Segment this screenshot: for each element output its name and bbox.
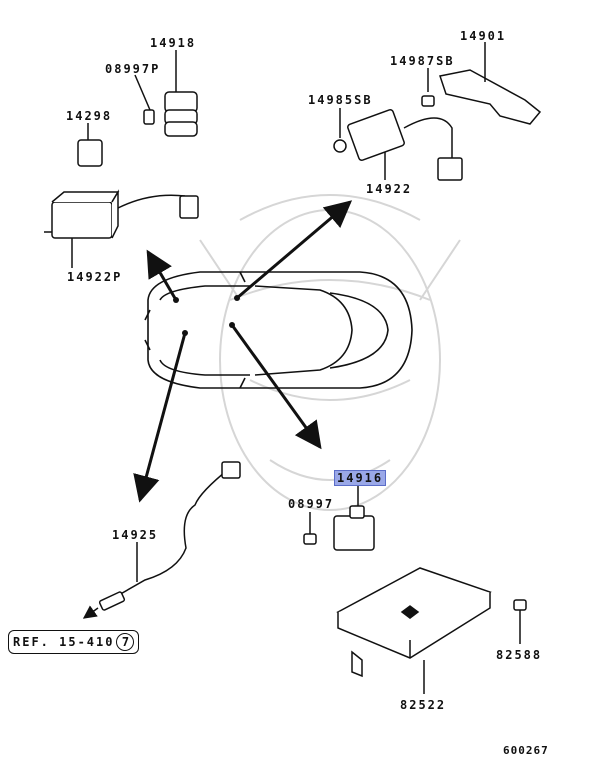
- ecu-82522-part: [336, 567, 492, 694]
- label-14901: 14901: [460, 29, 507, 43]
- label-14987SB: 14987SB: [390, 54, 455, 68]
- bracket-14901-part: [439, 42, 542, 125]
- module-14922P-part: [44, 189, 199, 268]
- label-08997P: 08997P: [105, 62, 161, 76]
- screw-08997-part: [303, 512, 317, 545]
- sensor-14922-part: [347, 109, 463, 181]
- diagram-id: 600267: [503, 744, 549, 757]
- label-14916-highlighted[interactable]: 14916: [334, 470, 387, 486]
- relay-14918-part: [164, 50, 198, 137]
- sensor-14925-part: [82, 461, 241, 619]
- relay-14298-part: [77, 123, 103, 167]
- leader-arrows: [133, 200, 353, 503]
- label-14298: 14298: [66, 109, 113, 123]
- reference-text: REF. 15-410: [13, 635, 115, 649]
- label-14922P: 14922P: [67, 270, 123, 284]
- label-14985SB: 14985SB: [308, 93, 373, 107]
- relay-14916-part: [333, 484, 375, 551]
- bolt-14987SB-part: [421, 68, 435, 107]
- screw-08997P-part: [134, 74, 155, 125]
- label-14918: 14918: [150, 36, 197, 50]
- label-82522: 82522: [400, 698, 447, 712]
- bolt-82588-part: [513, 599, 527, 644]
- reference-circled-number: 7: [116, 632, 135, 651]
- car-outline: [144, 271, 413, 389]
- label-14925: 14925: [112, 528, 159, 542]
- label-08997: 08997: [288, 497, 335, 511]
- label-82588: 82588: [496, 648, 543, 662]
- bolt-14985SB-part: [333, 108, 347, 153]
- label-14922: 14922: [366, 182, 413, 196]
